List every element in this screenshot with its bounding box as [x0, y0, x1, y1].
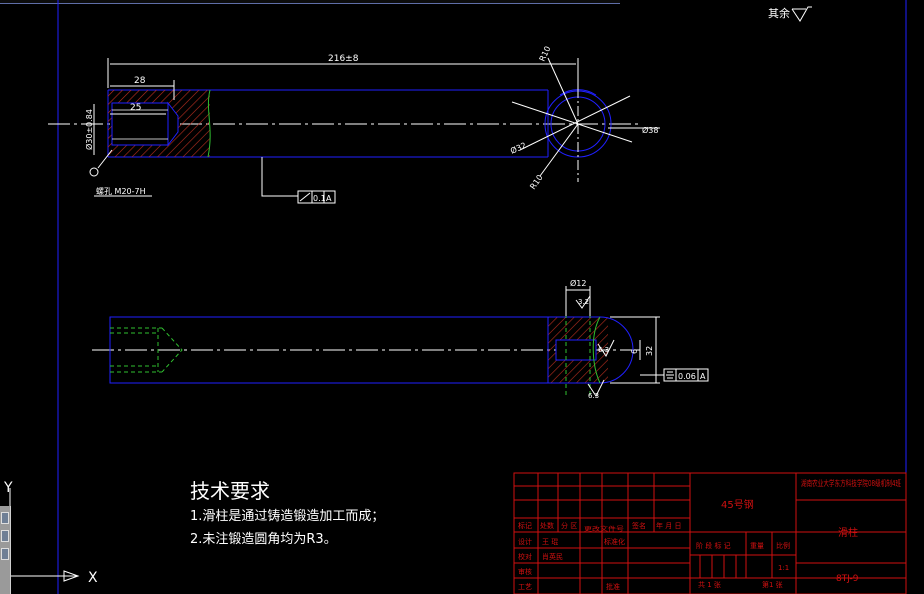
title-material: 45号钢: [721, 498, 754, 511]
dim-6: 6: [630, 349, 639, 354]
title-sheet-no: 第1 张: [762, 580, 783, 589]
row-design-name: 王 琨: [542, 538, 558, 546]
row-review: 审核: [518, 567, 532, 576]
part-top-view: 216±8 28 25 Ø30±0.84 螺孔 M20-7H 0.1 A R10…: [48, 45, 660, 204]
runout-value: 0.1: [313, 194, 326, 203]
title-block-text: 45号钢 湖南农业大学东方科技学院08级机制4班 滑柱 8TJ-9 1:1 共 …: [518, 478, 901, 591]
axis-y-label: Y: [3, 480, 13, 496]
title-part-name: 滑柱: [838, 526, 858, 539]
symmetry-value: 0.06: [678, 372, 696, 381]
dim-32: 32: [645, 346, 654, 356]
th-date: 年 月 日: [656, 521, 681, 530]
stage-label: 阶 段 标 记: [696, 541, 731, 550]
title-drawing-no: 8TJ-9: [836, 574, 859, 584]
axis-x-label: X: [88, 570, 98, 586]
dim-sphere-radius: R10: [528, 173, 544, 191]
row-design: 设计: [518, 537, 532, 546]
runout-datum: A: [326, 194, 332, 203]
tech-requirements-title: 技术要求: [190, 479, 270, 503]
tech-requirement-2: 2.未注锻造圆角均为R3。: [190, 532, 337, 547]
roughness-6-3-b: 6.3: [588, 392, 599, 400]
title-school: 湖南农业大学东方科技学院08级机制4班: [801, 478, 901, 488]
row-approve: 批准: [606, 582, 620, 591]
window-top-edge: [0, 0, 620, 4]
strip-button-3[interactable]: [1, 548, 9, 560]
strip-button-2[interactable]: [1, 530, 9, 542]
th-zone: 分 区: [561, 521, 577, 530]
row-check: 校对: [518, 552, 532, 561]
th-mark: 标记: [518, 521, 532, 530]
symmetry-datum: A: [700, 372, 706, 381]
dim-diameter-32: Ø32: [509, 140, 528, 156]
th-count: 处数: [540, 521, 554, 530]
left-scroll-strip[interactable]: [0, 506, 11, 594]
drawing-frame: [57, 0, 907, 594]
tech-requirement-1: 1.滑柱是通过铸造锻造加工而成；: [190, 509, 385, 524]
dim-outer-diameter: Ø30±0.84: [84, 109, 94, 150]
row-check-name: 肖英民: [542, 552, 563, 561]
thread-spec: 螺孔 M20-7H: [96, 186, 146, 196]
title-block: [513, 472, 907, 594]
dim-diameter-38: Ø38: [642, 125, 658, 135]
weight-label: 重量: [750, 542, 764, 550]
roughness-slot: 3.2: [578, 298, 589, 306]
th-change-doc: 更改文件号: [584, 525, 624, 533]
roughness-6-3-a: 6.3: [598, 346, 609, 354]
title-sheet-total: 共 1 张: [698, 580, 721, 589]
scale-label: 比例: [776, 541, 790, 550]
title-scale: 1:1: [778, 564, 789, 572]
dim-head-radius: R10: [538, 45, 553, 63]
part-bottom-view: Ø12 3.2 32 6 6.3 6.3 0.06 A: [92, 278, 709, 400]
ucs-icon: Y X: [3, 480, 98, 586]
general-roughness-note: 其余: [768, 6, 812, 22]
th-sign: 签名: [632, 521, 646, 530]
dim-slot-width: Ø12: [570, 278, 586, 288]
row-standardize: 标准化: [604, 537, 625, 546]
dim-bore-depth: 28: [134, 76, 146, 86]
dim-overall-length: 216±8: [328, 54, 359, 64]
roughness-note-text: 其余: [768, 6, 790, 20]
row-process: 工艺: [518, 583, 532, 591]
dim-thread-depth: 25: [130, 103, 141, 113]
strip-button-1[interactable]: [1, 512, 9, 524]
